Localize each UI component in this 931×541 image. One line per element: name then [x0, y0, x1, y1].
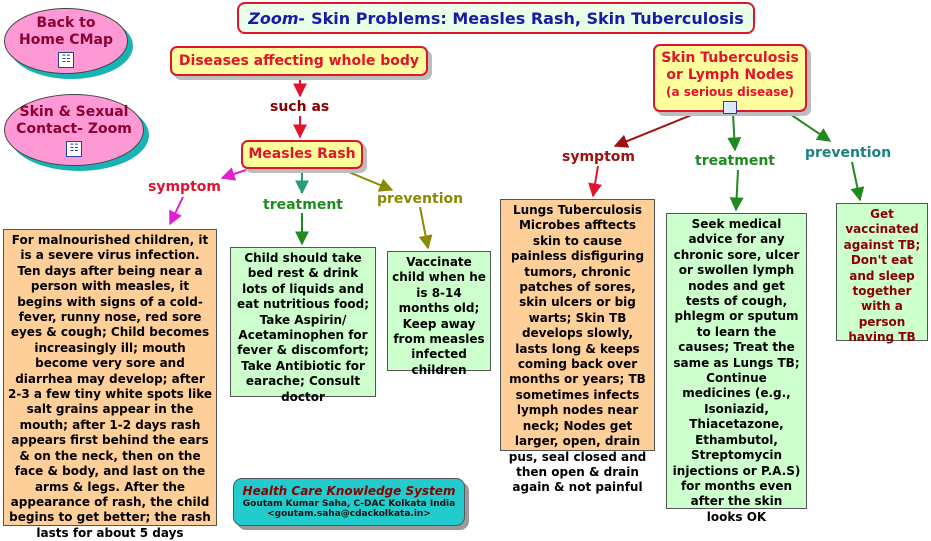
concept-map-icon[interactable]: ☷	[66, 140, 82, 157]
image-resource-icon[interactable]	[723, 101, 737, 114]
skin-sexual-contact-zoom-button[interactable]: Skin & Sexual Contact- Zoom ☷	[4, 94, 144, 166]
concept-map-icon[interactable]: ☷	[58, 51, 74, 68]
skin-sexual-line2: Contact- Zoom	[16, 120, 132, 137]
measles-label: Measles Rash	[248, 146, 356, 162]
tb-treatment-box: Seek medical advice for any chronic sore…	[666, 213, 807, 524]
back-home-cmap-button[interactable]: Back to Home CMap ☷	[4, 8, 128, 74]
tb-prevention-link: prevention	[805, 145, 892, 161]
footer-email: <goutam.saha@cdackolkata.in>	[267, 509, 431, 519]
skin-sexual-line1: Skin & Sexual	[19, 103, 129, 120]
skin-tb-line1: Skin Tuberculosis	[661, 50, 799, 66]
tb-treatment-link: treatment	[695, 153, 775, 169]
measles-treatment-link: treatment	[263, 197, 343, 213]
measles-symptom-box: For malnourished children, it is a sever…	[3, 229, 217, 540]
tb-prevention-box: Get vaccinated against TB; Don't eat and…	[836, 203, 928, 344]
diseases-whole-body-node: Diseases affecting whole body	[170, 46, 428, 76]
measles-symptom-link: symptom	[148, 179, 221, 195]
title-text: Skin Problems: Measles Rash, Skin Tuberc…	[311, 8, 744, 28]
footer-credit: Health Care Knowledge System Goutam Kuma…	[233, 478, 465, 526]
back-home-line2: Home CMap	[19, 31, 113, 48]
measles-rash-node: Measles Rash	[241, 140, 363, 169]
skin-tb-line2: or Lymph Nodes	[666, 67, 794, 83]
tb-symptom-link: symptom	[562, 149, 635, 165]
skin-tb-node: Skin Tuberculosis or Lymph Nodes (a seri…	[653, 44, 807, 114]
skin-tb-line3: (a serious disease)	[665, 85, 795, 99]
tb-symptom-box: Lungs Tuberculosis Microbes afftects ski…	[500, 199, 655, 494]
footer-author: Goutam Kumar Saha, C-DAC Kolkata India	[242, 499, 456, 509]
connector-lines	[169, 79, 865, 250]
footer-title: Health Care Knowledge System	[242, 484, 456, 498]
measles-treatment-box: Child should take bed rest & drink lots …	[230, 247, 376, 404]
diseases-label: Diseases affecting whole body	[178, 53, 420, 69]
title-prefix: Zoom-	[248, 8, 306, 28]
back-home-line1: Back to	[36, 14, 96, 31]
measles-prevention-box: Vaccinate child when he is 8-14 months o…	[387, 251, 491, 377]
measles-prevention-link: prevention	[377, 191, 464, 207]
such-as-link: such as	[270, 99, 330, 115]
page-title: Zoom- Skin Problems: Measles Rash, Skin …	[237, 2, 755, 34]
